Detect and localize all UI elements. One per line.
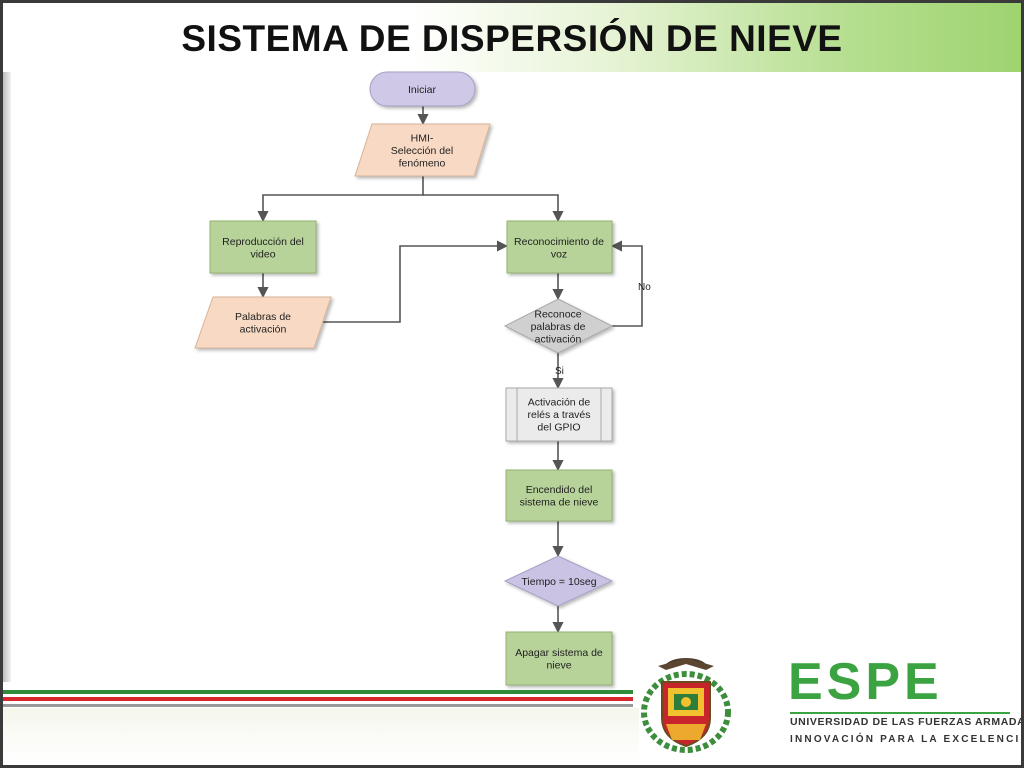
edge-hmi-split-right <box>423 194 564 223</box>
espe-university-name: UNIVERSIDAD DE LAS FUERZAS ARMADAS <box>790 716 1024 728</box>
node-label-line: HMI- <box>411 133 434 145</box>
node-label-line: Reproducción del <box>222 236 304 248</box>
node-label-line: Tiempo = 10seg <box>521 576 596 588</box>
node-tiempo-text: Tiempo = 10seg <box>521 576 596 588</box>
footer-stripe-green <box>3 690 633 694</box>
node-label-line: voz <box>551 248 567 260</box>
edge-label-si: Si <box>555 366 564 377</box>
header-band <box>0 0 1024 72</box>
node-label-line: palabras de <box>531 321 586 333</box>
node-label-line: Apagar sistema de <box>515 647 603 659</box>
footer-fade <box>3 708 639 762</box>
footer-stripe-grey <box>3 704 633 707</box>
edge-label-no: No <box>638 282 651 293</box>
node-label-line: Iniciar <box>408 84 437 96</box>
node-label-line: del GPIO <box>537 422 580 434</box>
node-tiempo: Tiempo = 10seg <box>503 555 614 607</box>
slide-title: SISTEMA DE DISPERSIÓN DE NIEVE <box>181 18 843 59</box>
node-label-line: relés a través <box>527 409 590 421</box>
connectors <box>257 106 643 634</box>
espe-rule <box>790 712 1010 714</box>
espe-slogan: INNOVACIÓN PARA LA EXCELENCIA <box>790 734 1024 745</box>
university-crest-icon <box>641 658 731 753</box>
node-label-line: Activación de <box>528 397 591 409</box>
node-label-line: Palabras de <box>235 311 291 323</box>
espe-logo: ESPE UNIVERSIDAD DE LAS FUERZAS ARMADAS … <box>788 653 1024 748</box>
node-iniciar-text: Iniciar <box>408 84 437 96</box>
node-label-line: Reconocimiento de <box>514 236 604 248</box>
edge-palabras-reconocimiento <box>322 240 509 323</box>
edge-hmi-split-left <box>257 176 424 223</box>
node-label-line: video <box>250 248 275 260</box>
footer-stripe-red <box>3 697 633 701</box>
left-bevel <box>3 72 11 682</box>
node-label-line: fenómeno <box>399 158 446 170</box>
node-label-line: activación <box>240 323 287 335</box>
node-label-line: Reconoce <box>534 309 581 321</box>
node-label-line: activación <box>535 334 582 346</box>
node-label-line: Encendido del <box>526 484 593 496</box>
node-iniciar: Iniciar <box>369 71 476 107</box>
espe-wordmark: ESPE <box>788 653 943 711</box>
edge-no-loop <box>610 240 643 327</box>
node-label-line: Selección del <box>391 145 453 157</box>
node-label-line: sistema de nieve <box>520 496 599 508</box>
node-label-line: nieve <box>546 659 571 671</box>
